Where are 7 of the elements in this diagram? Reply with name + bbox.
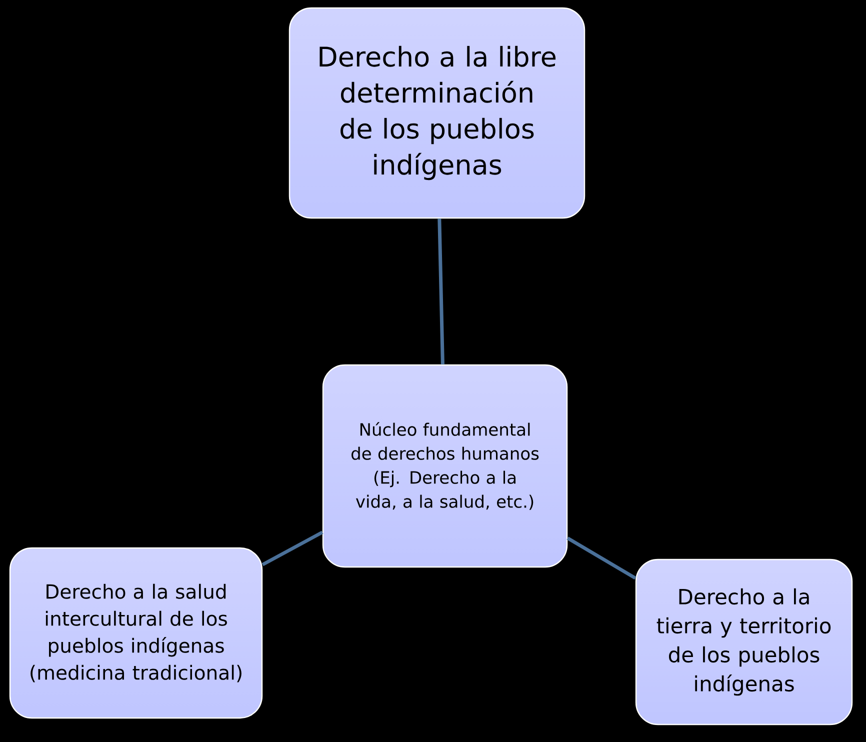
connector-line — [438, 218, 444, 364]
text-box: Núcleo fundamental de derechos humanos (Ej. Derecho a la vida, a la salud, etc.) — [322, 364, 568, 568]
text-box: Derecho a la tierra y territorio de los pueblos indígenas — [635, 558, 853, 726]
text-box: Derecho a la libre determinación de los pueblos indígenas — [288, 7, 586, 219]
connector-line — [566, 536, 636, 580]
connector-line — [262, 530, 324, 566]
text-box: Derecho a la salud intercultural de los pueblos indígenas (medicina tradicional) — [9, 547, 263, 719]
